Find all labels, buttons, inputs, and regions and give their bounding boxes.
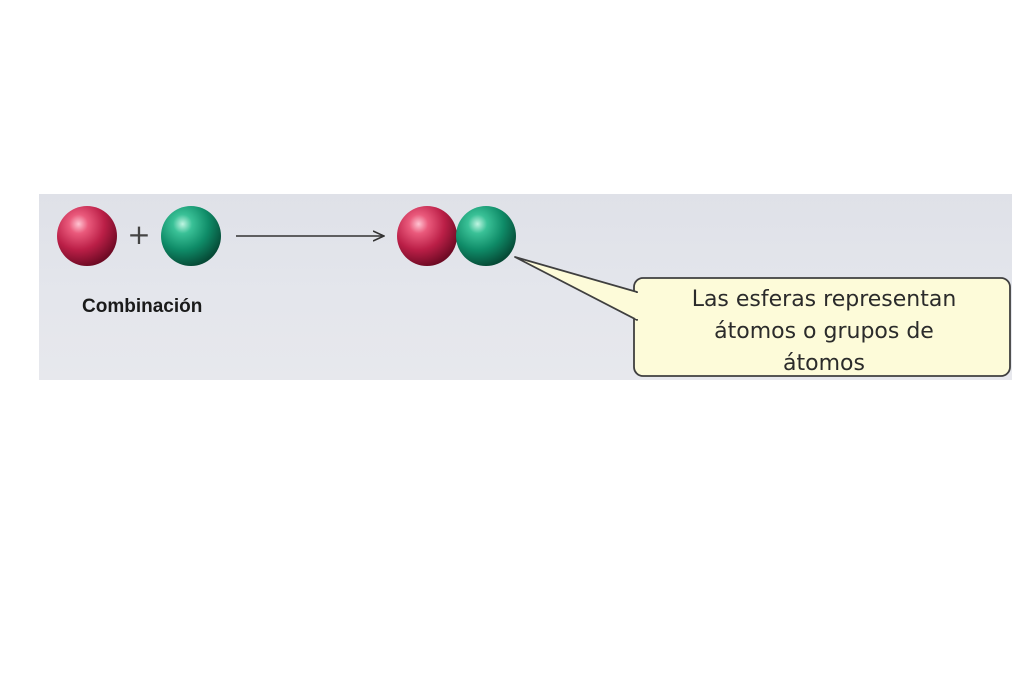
product-atom-red xyxy=(397,206,457,266)
callout-text: Las esferas representan átomos o grupos … xyxy=(640,284,1008,380)
callout-line-3: átomos xyxy=(783,351,865,376)
callout-line-2: átomos o grupos de xyxy=(714,319,934,344)
reaction-type-label: Combinación xyxy=(82,296,203,317)
callout-line-1: Las esferas representan xyxy=(691,287,957,312)
reactant-atom-green xyxy=(161,206,221,266)
callout-bubble xyxy=(514,256,1011,377)
product-molecule xyxy=(397,206,516,266)
product-atom-green xyxy=(456,206,516,266)
plus-sign: + xyxy=(127,218,151,251)
callout-box xyxy=(633,277,1011,377)
callout-pointer xyxy=(514,256,638,321)
reactant-atom-red xyxy=(57,206,117,266)
